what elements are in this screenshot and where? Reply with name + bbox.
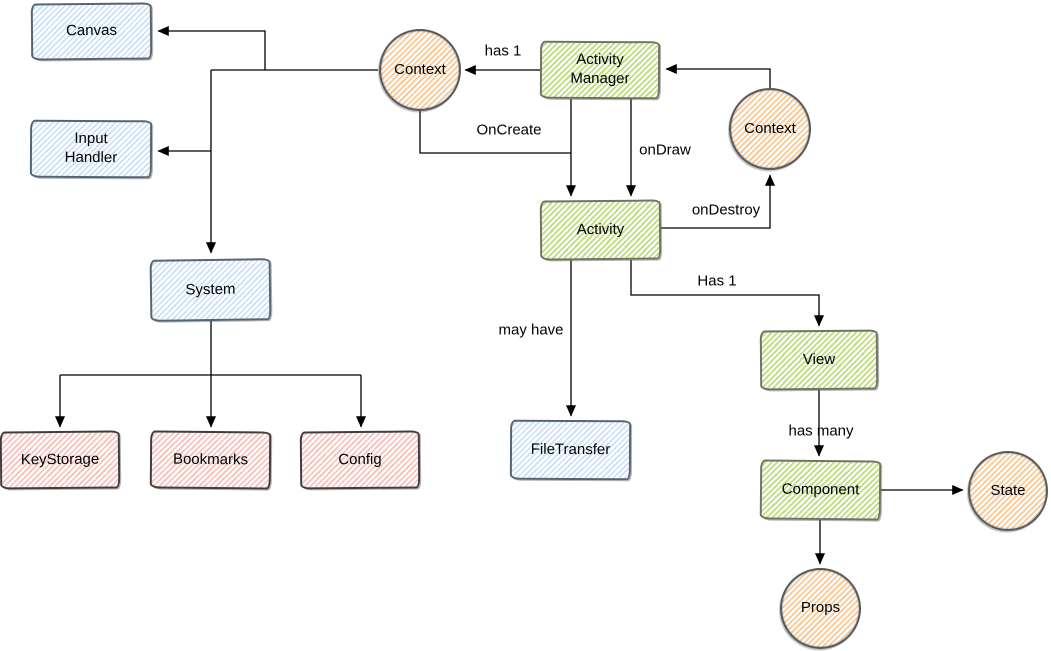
- edge-label-may-have: may have: [498, 321, 564, 339]
- edge-contextright-to-activitymanager: [665, 63, 771, 89]
- edge-system-trunk: [60, 321, 361, 376]
- node-input-handler: Input Handler: [29, 119, 153, 179]
- node-component: Component: [759, 459, 882, 521]
- node-activity-manager-label: Activity Manager: [570, 51, 630, 88]
- node-view-label: View: [802, 350, 836, 368]
- node-context-right-label: Context: [744, 119, 796, 137]
- edge-label-oncreate: OnCreate: [476, 121, 542, 139]
- node-system: System: [149, 258, 272, 322]
- edge-label-ondestroy: onDestroy: [691, 201, 761, 219]
- edge-label-has-1-view: Has 1: [697, 272, 737, 290]
- node-activity-label: Activity: [576, 220, 625, 238]
- edge-label-ondraw: onDraw: [639, 141, 691, 159]
- node-canvas-label: Canvas: [65, 21, 117, 40]
- node-context-left-label: Context: [394, 60, 446, 78]
- node-keystorage-label: KeyStorage: [20, 450, 100, 468]
- edge-label-has-1: has 1: [484, 42, 522, 60]
- node-props: Props: [780, 568, 861, 649]
- node-config-label: Config: [338, 450, 382, 468]
- node-view: View: [759, 329, 879, 391]
- node-canvas: Canvas: [30, 2, 153, 61]
- edge-label-has-many: has many: [788, 422, 854, 440]
- node-keystorage: KeyStorage: [0, 430, 121, 490]
- node-filetransfer-label: FileTransfer: [530, 440, 611, 458]
- edge-oncreate: [419, 111, 571, 154]
- node-input-handler-label: Input Handler: [64, 130, 118, 167]
- node-component-label: Component: [781, 480, 860, 498]
- node-config: Config: [299, 430, 421, 490]
- node-bookmarks-label: Bookmarks: [172, 450, 249, 468]
- node-system-label: System: [185, 280, 236, 298]
- node-context-right: Context: [729, 88, 811, 170]
- node-bookmarks: Bookmarks: [149, 430, 272, 490]
- node-state: State: [968, 451, 1048, 531]
- edge-ondestroy: [661, 174, 776, 229]
- node-activity-manager: Activity Manager: [539, 40, 661, 100]
- edge-has-1-view: [630, 260, 825, 327]
- node-activity: Activity: [539, 199, 662, 261]
- node-state-label: State: [990, 481, 1026, 499]
- node-props-label: Props: [800, 599, 841, 617]
- edge-context-to-canvas: [157, 25, 266, 70]
- node-context-left: Context: [379, 29, 461, 111]
- node-filetransfer: FileTransfer: [509, 419, 632, 481]
